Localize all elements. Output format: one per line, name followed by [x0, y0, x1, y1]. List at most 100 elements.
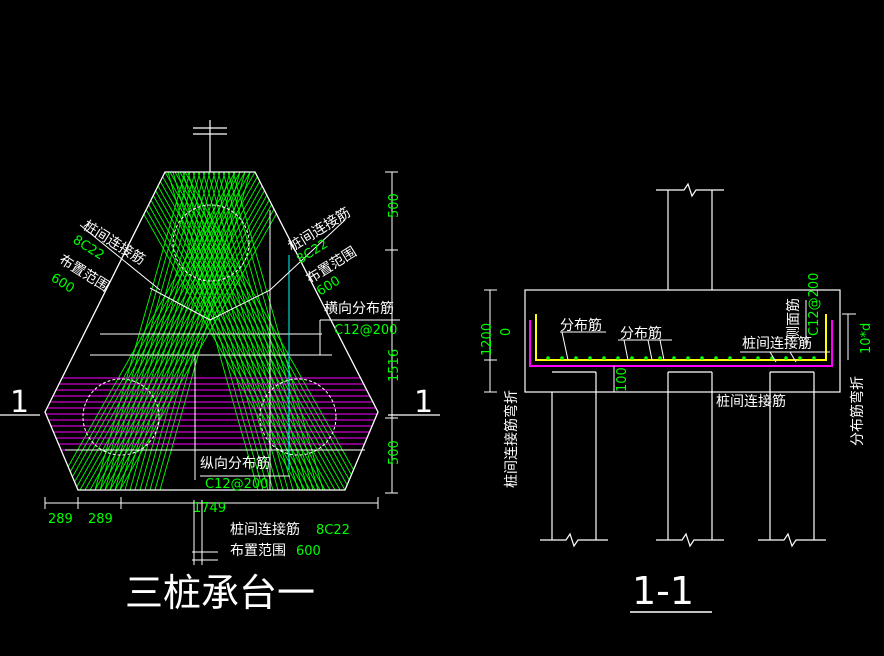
- dim-289-b-label: 289: [88, 512, 113, 527]
- rebar-dot: [588, 356, 592, 360]
- rebar-dot: [574, 356, 578, 360]
- hatch-line: [202, 172, 294, 490]
- dim-mid-label: 1516: [387, 349, 402, 382]
- dim-vertical: [385, 171, 398, 494]
- hatch-line: [69, 172, 251, 490]
- hatch-line: [172, 172, 264, 490]
- hatch-line: [124, 172, 306, 490]
- bottom-range-val: 600: [296, 544, 321, 559]
- hatch-line: [109, 172, 291, 490]
- section-mark-left-label: 1: [10, 385, 29, 420]
- rebar-dot: [728, 356, 732, 360]
- hatch-line: [217, 172, 309, 490]
- section-view: 1200 0 100 10*d 分布筋 分布筋 桩间连接筋 桩间连接筋 侧面筋 …: [480, 182, 874, 613]
- dim-bottom-label: 500: [387, 440, 402, 465]
- section-title: 1-1: [632, 569, 694, 613]
- bottom-range-label: 布置范围: [230, 542, 286, 559]
- right-vertical-label: 分布筋弯折: [849, 376, 866, 446]
- rebar-hatch-green: [54, 172, 366, 490]
- section-dims: [484, 289, 856, 393]
- rebar-dot: [784, 356, 788, 360]
- rebar-bottom-yellow: [535, 314, 827, 361]
- dim-1200-label: 1200: [480, 323, 495, 356]
- hatch-line: [212, 172, 304, 490]
- hatch-line: [139, 172, 321, 490]
- rebar-dot: [658, 356, 662, 360]
- hatch-line: [94, 172, 276, 490]
- dim-top-label: 500: [387, 193, 402, 218]
- rebar-hatch-magenta: [45, 377, 378, 451]
- plan-title: 三桩承台一: [125, 571, 315, 615]
- rebar-dot: [546, 356, 550, 360]
- conn-bar-bottom-label: 桩间连接筋: [716, 393, 786, 410]
- hatch-line: [129, 172, 311, 490]
- section-piles: [540, 371, 826, 548]
- side-bar-spec: C12@200: [807, 273, 822, 336]
- rebar-dots: [546, 356, 816, 360]
- column-break-symbol: [193, 120, 227, 172]
- hatch-line: [154, 172, 336, 490]
- hatch-line: [114, 172, 296, 490]
- left-vertical-label: 桩间连接筋弯折: [503, 390, 520, 488]
- dim-horizontal: [44, 497, 379, 509]
- range-lines: [65, 210, 365, 490]
- rebar-dot: [700, 356, 704, 360]
- longitudinal-spec: C12@200: [205, 477, 268, 492]
- section-column: [656, 182, 724, 290]
- rebar-dot: [714, 356, 718, 360]
- bottom-conn-label: 桩间连接筋: [230, 521, 300, 538]
- hatch-line: [74, 172, 256, 490]
- hatch-line: [187, 172, 279, 490]
- rebar-dot: [560, 356, 564, 360]
- hatch-line: [169, 172, 351, 490]
- rebar-dot: [798, 356, 802, 360]
- hatch-line: [89, 172, 271, 490]
- rebar-dot: [630, 356, 634, 360]
- hatch-line: [79, 172, 261, 490]
- hatch-line: [99, 172, 281, 490]
- section-cap: [524, 289, 841, 393]
- hatch-line: [182, 172, 274, 490]
- longitudinal-label: 纵向分布筋: [200, 455, 270, 472]
- dim-10d-label: 10*d: [859, 323, 874, 354]
- hatch-line: [149, 172, 331, 490]
- rebar-dot: [644, 356, 648, 360]
- rebar-dot: [602, 356, 606, 360]
- section-mark-left: 1: [0, 385, 40, 420]
- transverse-spec: C12@200: [334, 323, 397, 338]
- dim-100-label: 100: [615, 367, 630, 392]
- rebar-dot: [616, 356, 620, 360]
- dist-bar-b-label: 分布筋: [620, 325, 662, 342]
- hatch-line: [167, 172, 259, 490]
- hatch-line: [104, 172, 286, 490]
- pile-circle-left: [82, 378, 160, 456]
- bottom-conn-spec: 8C22: [316, 523, 350, 538]
- rebar-dot: [672, 356, 676, 360]
- rebar-dot: [742, 356, 746, 360]
- hatch-line: [144, 172, 326, 490]
- hatch-line: [192, 172, 284, 490]
- rebar-dot: [686, 356, 690, 360]
- hatch-line: [177, 172, 269, 490]
- leader-lines: [79, 219, 400, 565]
- hatch-line: [84, 172, 266, 490]
- dim-289-a-label: 289: [48, 512, 73, 527]
- dist-bar-a-label: 分布筋: [560, 317, 602, 334]
- conn-bar-top-label: 桩间连接筋: [742, 335, 812, 352]
- rebar-dot: [756, 356, 760, 360]
- hatch-line: [184, 172, 366, 490]
- rebar-dot: [812, 356, 816, 360]
- hatch-line: [197, 172, 289, 490]
- transverse-label: 横向分布筋: [324, 300, 394, 317]
- pile-circle-right: [259, 378, 337, 456]
- hatch-line: [232, 172, 324, 490]
- rebar-bottom-magenta: [529, 320, 833, 367]
- hatch-line: [207, 172, 299, 490]
- hatch-line: [227, 172, 319, 490]
- hatch-line: [164, 172, 346, 490]
- hatch-line: [59, 172, 241, 490]
- section-mark-right: 1: [388, 385, 440, 420]
- hatch-line: [134, 172, 316, 490]
- dim-0-label: 0: [499, 328, 514, 336]
